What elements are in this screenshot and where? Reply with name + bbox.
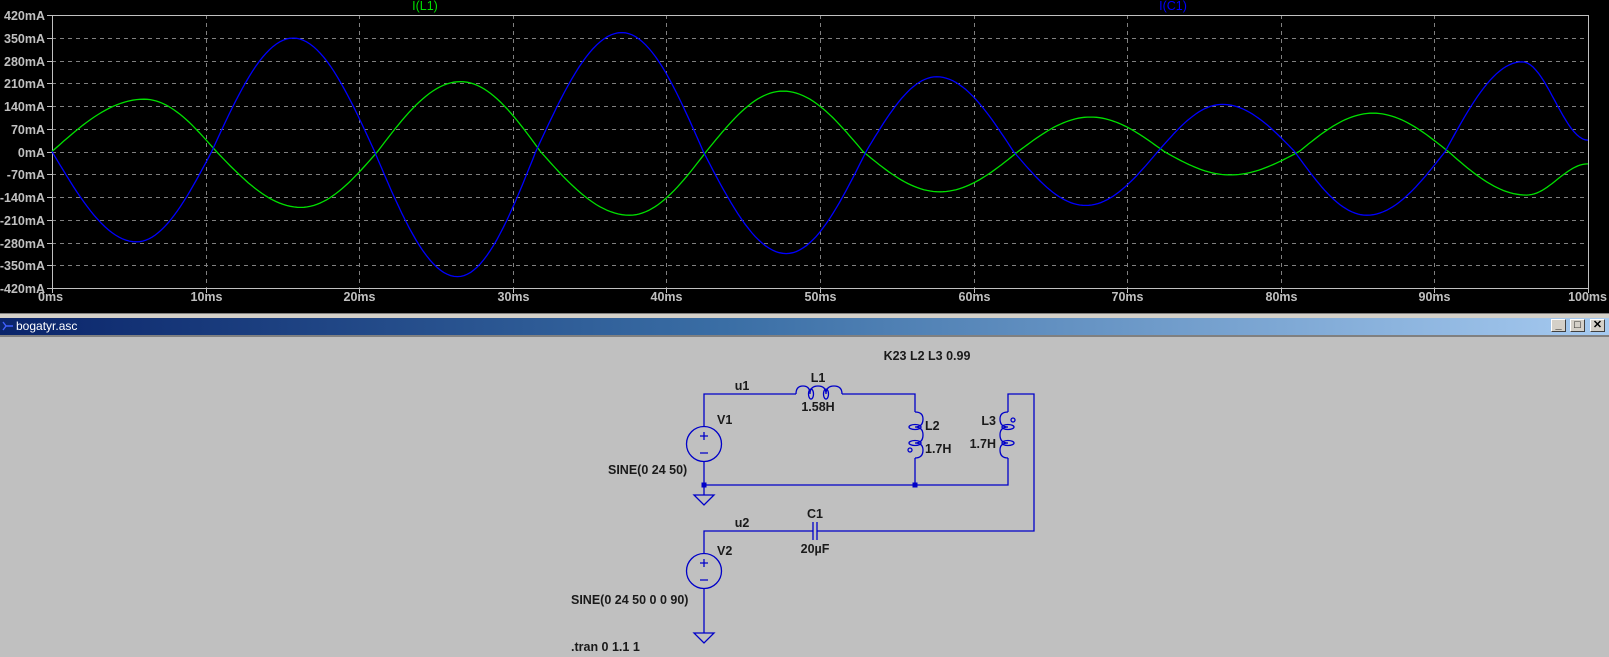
c1-value[interactable]: 20µF <box>801 542 830 556</box>
x-tick-label: 100ms <box>1568 290 1607 304</box>
window-title: bogatyr.asc <box>16 319 78 333</box>
x-tick-label: 50ms <box>805 290 837 304</box>
pane-splitter[interactable] <box>0 313 1609 318</box>
y-tick-label: -350mA <box>0 259 45 273</box>
l3-value[interactable]: 1.7H <box>970 437 996 451</box>
net-label-u2[interactable]: u2 <box>735 516 750 530</box>
y-tick-label: -420mA <box>0 282 45 296</box>
y-tick-label: 210mA <box>4 77 45 91</box>
coupling-directive[interactable]: K23 L2 L3 0.99 <box>884 349 971 363</box>
junction-dot <box>912 482 918 488</box>
wire-u2[interactable] <box>703 530 813 553</box>
wire-u1[interactable] <box>703 393 796 427</box>
x-tick-label: 10ms <box>191 290 223 304</box>
x-tick-label: 70ms <box>1112 290 1144 304</box>
y-tick-label: 350mA <box>4 32 45 46</box>
tran-directive[interactable]: .tran 0 1.1 1 <box>571 640 640 654</box>
inductor-l1[interactable] <box>795 385 843 400</box>
ltspice-app-icon <box>2 321 13 331</box>
x-tick-label: 40ms <box>651 290 683 304</box>
v2-value[interactable]: SINE(0 24 50 0 0 90) <box>571 593 688 607</box>
wire-ground-net[interactable] <box>704 458 1009 486</box>
x-tick-label: 90ms <box>1419 290 1451 304</box>
x-tick-label: 80ms <box>1266 290 1298 304</box>
waveform-plot[interactable]: 420mA 350mA 280mA 210mA 140mA 70mA 0mA -70mA -14… <box>0 0 1609 313</box>
inductor-l2[interactable] <box>907 411 924 459</box>
l2-value[interactable]: 1.7H <box>925 442 951 456</box>
y-tick-label: -70mA <box>7 168 45 182</box>
y-tick-label: -280mA <box>0 237 45 251</box>
x-axis-ticks: 0ms 10ms 20ms 30ms 40ms 50ms 60ms 70ms 80ms 90ms 1… <box>38 288 1607 304</box>
capacitor-c1[interactable] <box>812 522 818 540</box>
l2-name[interactable]: L2 <box>925 419 940 433</box>
plot-grid <box>52 15 1588 288</box>
x-tick-label: 20ms <box>344 290 376 304</box>
v2-name[interactable]: V2 <box>717 544 732 558</box>
trace-il1[interactable] <box>51 80 1589 216</box>
l1-name[interactable]: L1 <box>811 371 826 385</box>
l3-name[interactable]: L3 <box>981 414 996 428</box>
x-tick-label: 0ms <box>38 290 63 304</box>
junction-dot <box>701 482 707 488</box>
ground-icon <box>692 490 716 506</box>
plot-traces <box>51 31 1589 278</box>
minimize-button[interactable]: _ <box>1551 319 1566 332</box>
v1-name[interactable]: V1 <box>717 413 732 427</box>
v1-value[interactable]: SINE(0 24 50) <box>608 463 687 477</box>
close-button[interactable]: ✕ <box>1590 319 1605 332</box>
y-tick-label: 0mA <box>18 146 45 160</box>
maximize-button[interactable]: □ <box>1570 319 1585 332</box>
y-tick-label: -210mA <box>0 214 45 228</box>
voltage-source-v2[interactable] <box>685 552 723 590</box>
trace-ic1[interactable] <box>51 31 1589 278</box>
x-tick-label: 60ms <box>959 290 991 304</box>
polarity-dot <box>1010 417 1016 423</box>
trace-label-il1[interactable]: I(L1) <box>412 0 438 13</box>
y-tick-label: 420mA <box>4 9 45 23</box>
waveform-viewer[interactable]: 420mA 350mA 280mA 210mA 140mA 70mA 0mA -70mA -14… <box>0 0 1609 313</box>
ground-icon <box>692 632 716 644</box>
schematic-window-titlebar[interactable]: bogatyr.asc _ □ ✕ <box>0 318 1609 337</box>
schematic-canvas[interactable]: K23 L2 L3 0.99 u1 L1 1.58H V1 SINE(0 24 … <box>0 337 1609 657</box>
y-tick-label: -140mA <box>0 191 45 205</box>
y-tick-label: 70mA <box>11 123 45 137</box>
wire-l3-top[interactable] <box>817 393 1035 532</box>
polarity-dot <box>907 447 913 453</box>
y-tick-label: 280mA <box>4 55 45 69</box>
y-tick-label: 140mA <box>4 100 45 114</box>
c1-name[interactable]: C1 <box>807 507 823 521</box>
voltage-source-v1[interactable] <box>685 425 723 463</box>
trace-label-ic1[interactable]: I(C1) <box>1159 0 1187 13</box>
net-label-u1[interactable]: u1 <box>735 379 750 393</box>
inductor-l3[interactable] <box>999 411 1016 459</box>
x-tick-label: 30ms <box>498 290 530 304</box>
wire-l1-l2[interactable] <box>842 393 916 412</box>
wires <box>703 393 1035 633</box>
y-axis-ticks: 420mA 350mA 280mA 210mA 140mA 70mA 0mA -70mA -14… <box>0 9 52 296</box>
l1-value[interactable]: 1.58H <box>801 400 834 414</box>
